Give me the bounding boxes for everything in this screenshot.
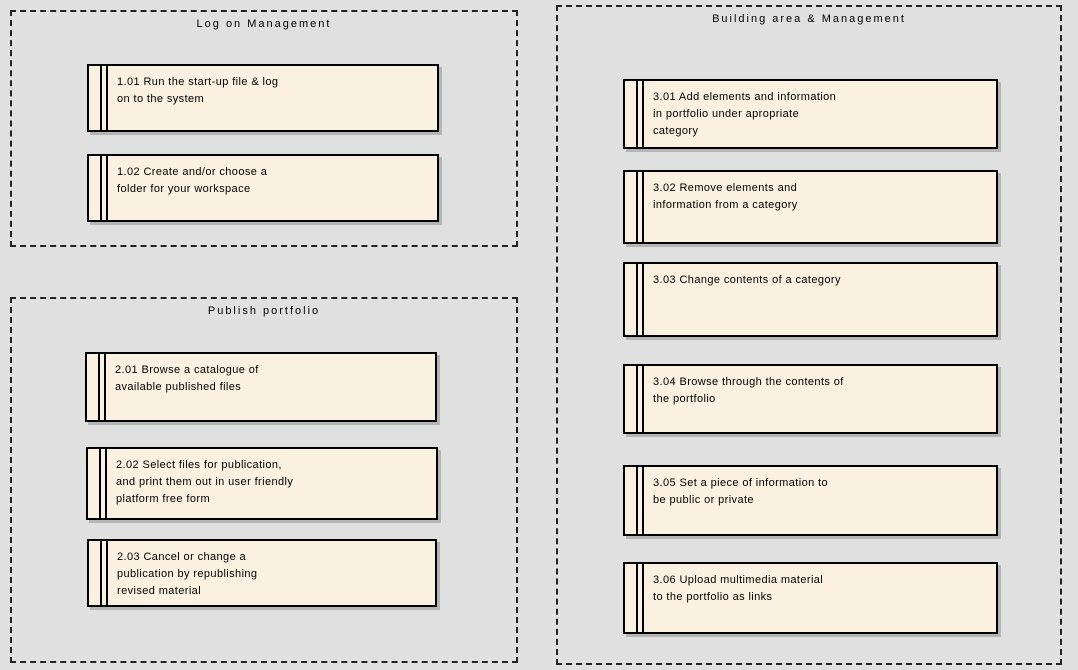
task-box-label: 3.05 Set a piece of information to be pu… [653,477,829,506]
task-box-3-01[interactable]: 3.01 Add elements and information in por… [623,79,998,149]
task-box-left-strip [89,66,102,130]
task-box-double-line [638,564,644,632]
task-box-double-line [638,264,644,335]
task-box-left-strip [625,172,638,242]
task-box-double-line [638,467,644,534]
task-box-label: 3.04 Browse through the contents of the … [653,376,844,405]
task-box-3-05[interactable]: 3.05 Set a piece of information to be pu… [623,465,998,536]
task-box-label: 2.03 Cancel or change a publication by r… [117,551,258,597]
task-box-label: 3.03 Change contents of a category [653,274,841,286]
task-box-left-strip [89,156,102,220]
task-box-1-02[interactable]: 1.02 Create and/or choose a folder for y… [87,154,439,222]
task-box-3-03[interactable]: 3.03 Change contents of a category [623,262,998,337]
task-box-label: 2.01 Browse a catalogue of available pub… [115,364,259,393]
task-box-label: 1.02 Create and/or choose a folder for y… [117,166,268,195]
task-box-left-strip [625,564,638,632]
task-box-double-line [638,81,644,147]
group-title: Log on Management [196,18,332,30]
task-box-double-line [102,541,108,605]
task-box-label: 3.01 Add elements and information in por… [653,91,837,137]
task-box-left-strip [625,264,638,335]
task-box-double-line [100,354,106,420]
task-box-label: 3.06 Upload multimedia material to the p… [653,574,824,603]
task-box-2-01[interactable]: 2.01 Browse a catalogue of available pub… [85,352,437,422]
task-box-double-line [102,156,108,220]
task-box-label: 2.02 Select files for publication, and p… [116,459,294,505]
task-box-left-strip [89,541,102,605]
task-box-3-02[interactable]: 3.02 Remove elements and information fro… [623,170,998,244]
group-title: Building area & Management [712,13,906,25]
group-publish-portfolio: Publish portfolio 2.01 Browse a catalogu… [10,297,518,663]
task-box-left-strip [88,449,101,518]
task-box-label: 3.02 Remove elements and information fro… [653,182,798,211]
task-box-1-01[interactable]: 1.01 Run the start-up file & log on to t… [87,64,439,132]
task-box-3-04[interactable]: 3.04 Browse through the contents of the … [623,364,998,434]
task-box-3-06[interactable]: 3.06 Upload multimedia material to the p… [623,562,998,634]
task-box-label: 1.01 Run the start-up file & log on to t… [117,76,279,105]
task-box-2-03[interactable]: 2.03 Cancel or change a publication by r… [87,539,437,607]
group-title: Publish portfolio [207,305,321,317]
group-building-area-management: Building area & Management 3.01 Add elem… [556,5,1062,665]
task-box-left-strip [625,467,638,534]
task-box-left-strip [625,366,638,432]
task-box-double-line [638,366,644,432]
group-log-on-management: Log on Management 1.01 Run the start-up … [10,10,518,247]
task-box-double-line [102,66,108,130]
task-box-double-line [638,172,644,242]
task-box-double-line [101,449,107,518]
task-box-left-strip [625,81,638,147]
task-box-left-strip [87,354,100,420]
task-box-2-02[interactable]: 2.02 Select files for publication, and p… [86,447,438,520]
